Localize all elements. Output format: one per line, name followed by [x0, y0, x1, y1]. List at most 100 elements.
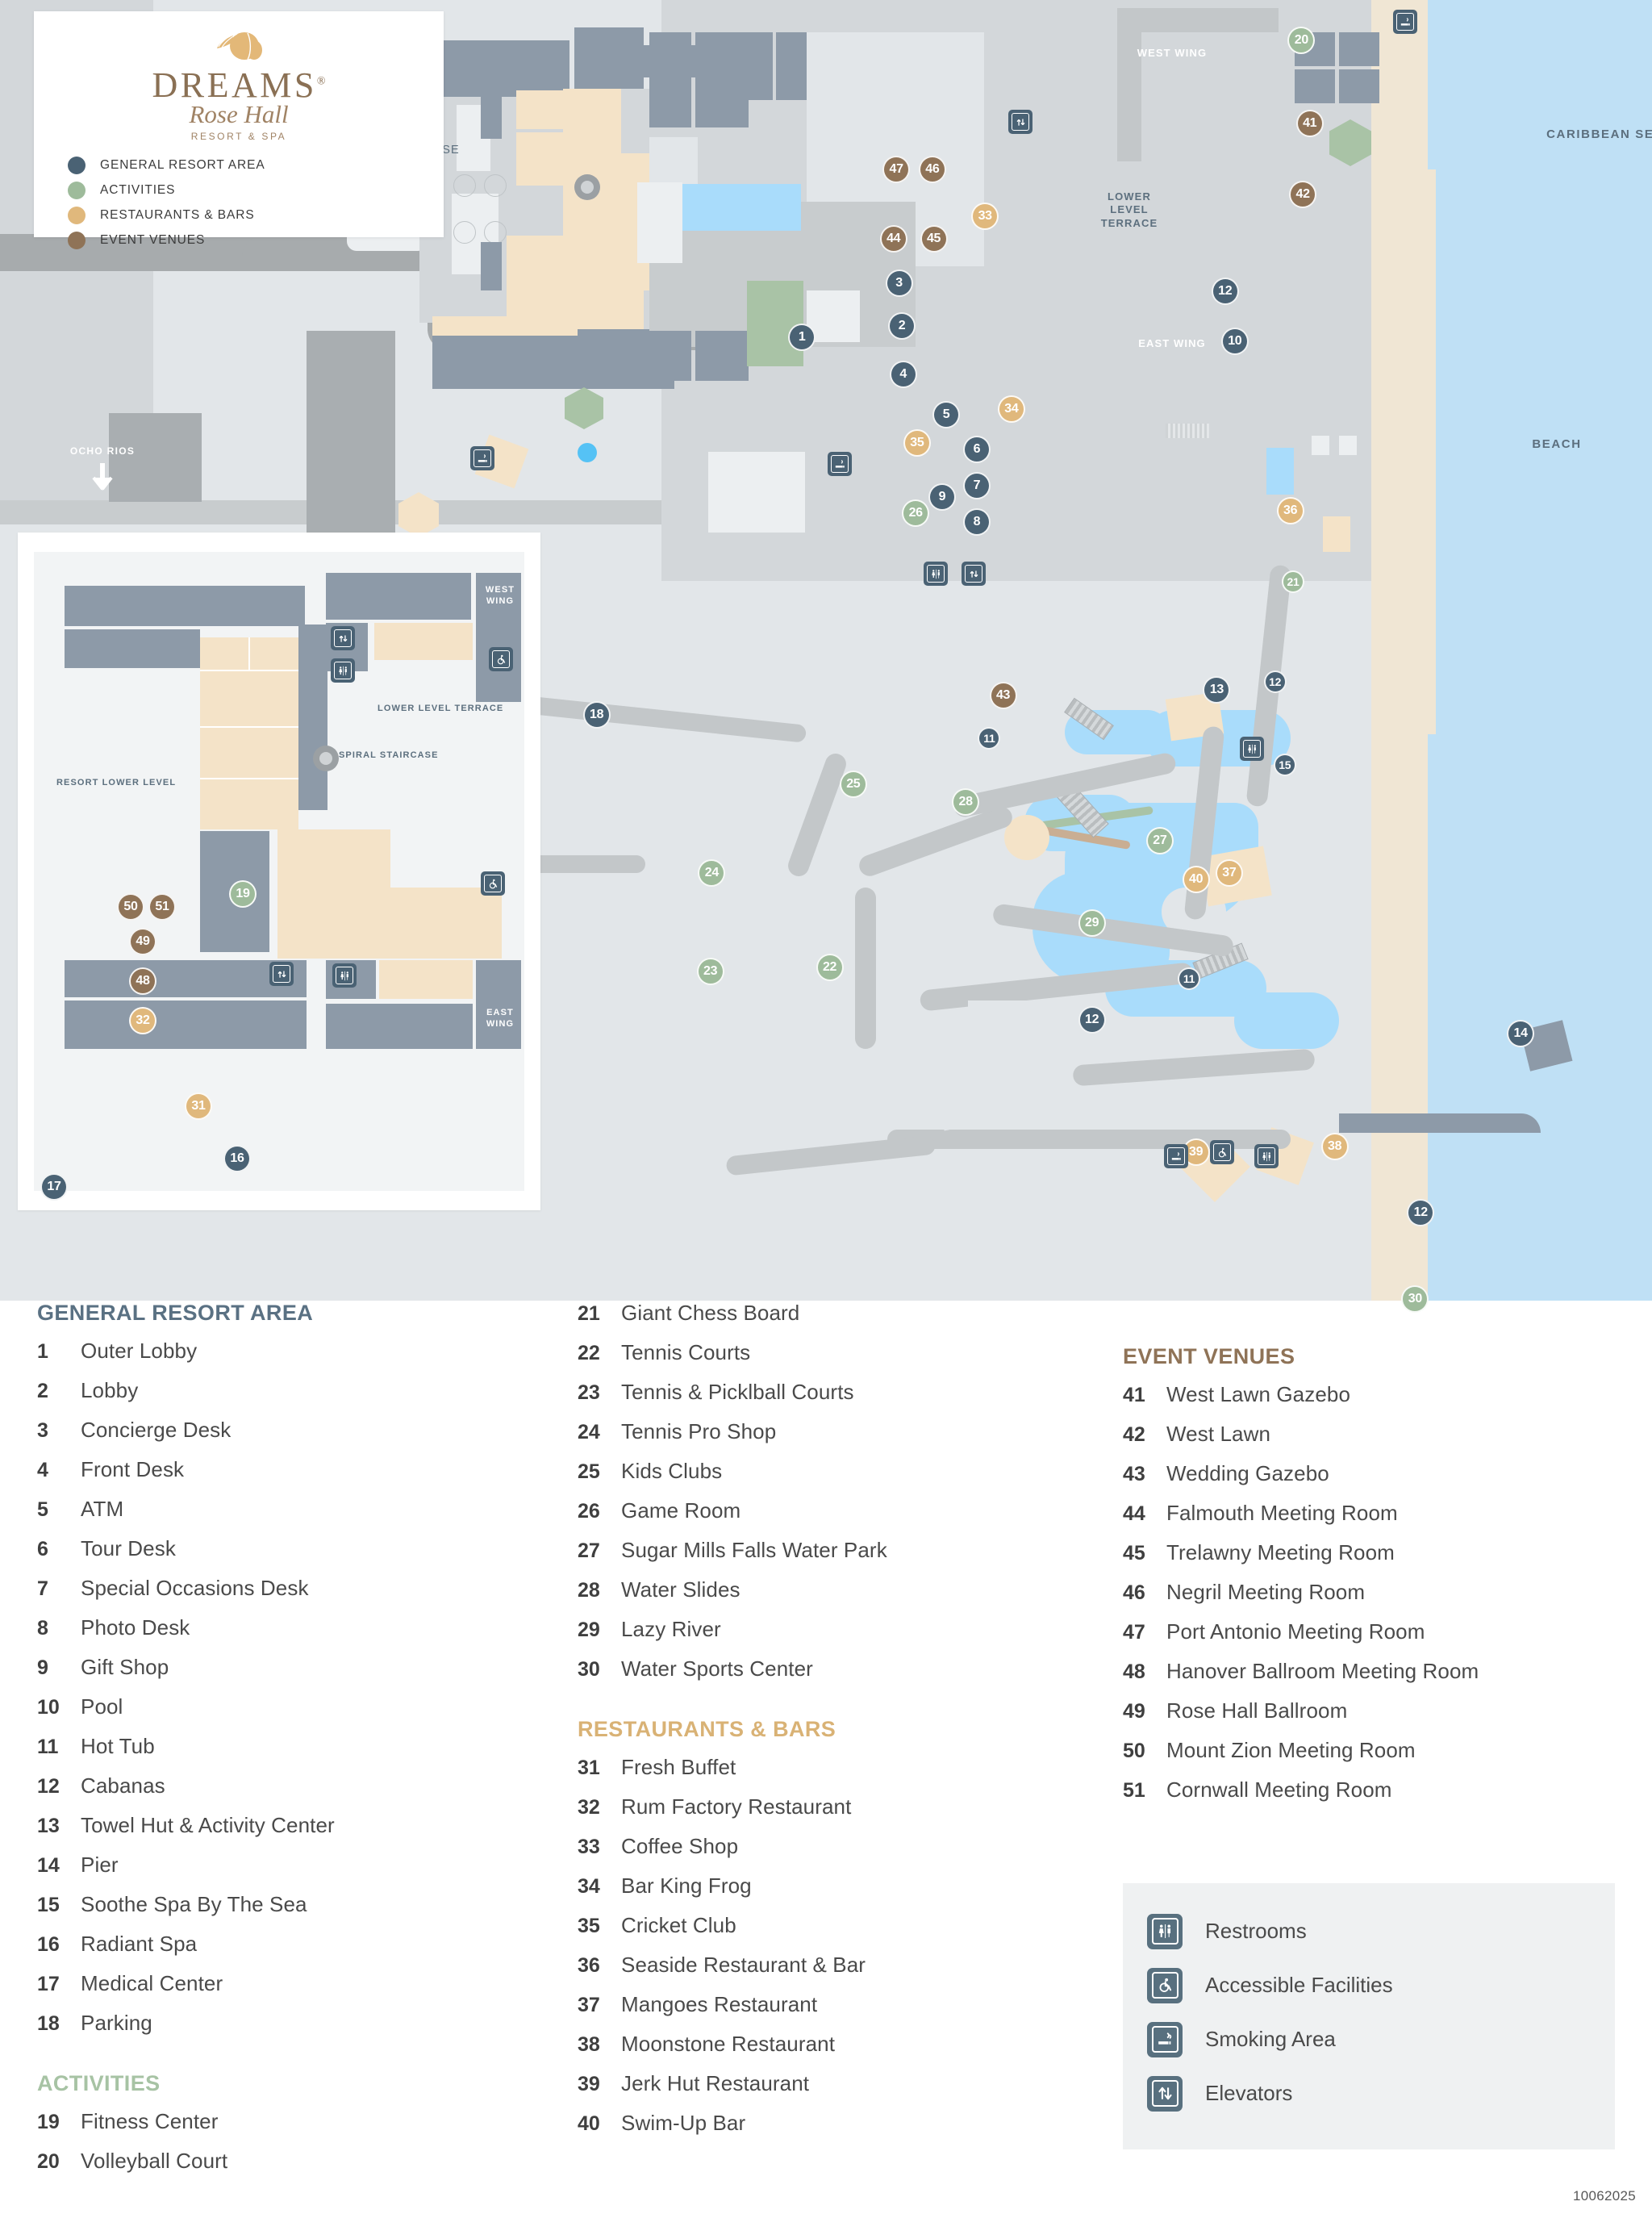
- map-pin-51[interactable]: 51: [148, 893, 176, 921]
- map-pin-36[interactable]: 36: [1276, 496, 1304, 524]
- map-pin-26[interactable]: 26: [902, 499, 930, 528]
- map-pin-24[interactable]: 24: [698, 858, 726, 887]
- map-pin-12[interactable]: 12: [1078, 1006, 1106, 1034]
- map-pin-3[interactable]: 3: [885, 269, 913, 297]
- map-pin-28[interactable]: 28: [952, 788, 980, 817]
- map-pin-8[interactable]: 8: [962, 508, 991, 536]
- map-pin-50[interactable]: 50: [117, 893, 144, 921]
- map-pin-38[interactable]: 38: [1320, 1132, 1349, 1160]
- map-pin-14[interactable]: 14: [1507, 1020, 1535, 1048]
- map-pin-16[interactable]: 16: [223, 1145, 251, 1172]
- map-pin-42[interactable]: 42: [1289, 180, 1317, 208]
- map-pin-21[interactable]: 21: [1282, 570, 1305, 593]
- map-pin-25[interactable]: 25: [839, 770, 867, 798]
- map-pin-23[interactable]: 23: [696, 958, 724, 985]
- map-pin-11[interactable]: 11: [1178, 967, 1201, 990]
- map-pin-37[interactable]: 37: [1215, 858, 1243, 887]
- map-pin-45[interactable]: 45: [920, 224, 948, 253]
- map-pin-7[interactable]: 7: [962, 472, 991, 499]
- map-pin-46[interactable]: 46: [918, 155, 946, 183]
- map-pin-1[interactable]: 1: [788, 323, 816, 351]
- map-pin-49[interactable]: 49: [129, 928, 156, 955]
- map-pin-2[interactable]: 2: [888, 312, 916, 340]
- map-pin-4[interactable]: 4: [889, 361, 917, 389]
- map-pin-6[interactable]: 6: [962, 436, 991, 464]
- map-pin-15[interactable]: 15: [1273, 753, 1296, 776]
- map-pin-5[interactable]: 5: [932, 401, 961, 429]
- map-pin-33[interactable]: 33: [971, 203, 999, 231]
- map-pin-43[interactable]: 43: [989, 681, 1017, 709]
- map-pin-40[interactable]: 40: [1182, 866, 1210, 894]
- map-pin-9[interactable]: 9: [928, 482, 956, 511]
- map-pin-22[interactable]: 22: [816, 953, 844, 981]
- map-pin-31[interactable]: 31: [185, 1092, 212, 1120]
- map-pin-17[interactable]: 17: [40, 1173, 68, 1201]
- map-pin-32[interactable]: 32: [129, 1007, 156, 1034]
- map-pin-10[interactable]: 10: [1220, 328, 1249, 356]
- map-pin-18[interactable]: 18: [582, 700, 611, 729]
- map-pin-34[interactable]: 34: [997, 395, 1025, 424]
- map-pin-12[interactable]: 12: [1211, 278, 1239, 306]
- map-pin-44[interactable]: 44: [879, 224, 907, 253]
- map-pin-30[interactable]: 30: [1401, 1285, 1429, 1313]
- map-pin-41[interactable]: 41: [1295, 110, 1324, 138]
- map-pin-27[interactable]: 27: [1145, 827, 1174, 855]
- map-pin-12[interactable]: 12: [1263, 670, 1287, 693]
- map-pin-47[interactable]: 47: [882, 155, 911, 183]
- map-pin-20[interactable]: 20: [1287, 26, 1316, 54]
- map-pin-35[interactable]: 35: [903, 428, 931, 457]
- map-pin-13[interactable]: 13: [1203, 675, 1231, 704]
- map-pin-19[interactable]: 19: [229, 880, 257, 908]
- map-pin-29[interactable]: 29: [1078, 909, 1106, 937]
- map-pin-48[interactable]: 48: [129, 967, 156, 995]
